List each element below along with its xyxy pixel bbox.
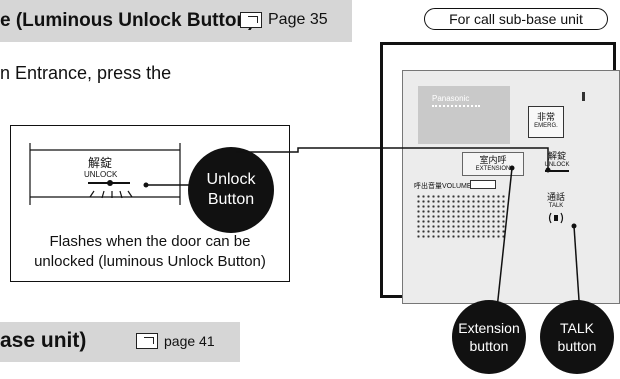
panel-unlock-button[interactable]: 解錠 UNLOCK bbox=[532, 149, 582, 177]
talk-button-bubble: TALK button bbox=[540, 300, 614, 374]
unlock-caption: Flashes when the door can be unlocked (l… bbox=[34, 233, 266, 270]
top-page-ref[interactable]: Page 35 bbox=[240, 11, 328, 29]
emergency-button[interactable]: 非常 EMERG. bbox=[528, 106, 564, 138]
panel-led bbox=[582, 92, 585, 101]
unlock-callout-graphic bbox=[29, 143, 190, 205]
unlock-callout-box bbox=[10, 125, 290, 282]
bottom-banner bbox=[0, 322, 240, 362]
page-ref-icon bbox=[136, 333, 158, 349]
panel-header: For call sub-base unit bbox=[424, 8, 608, 30]
unlock-en-label: UNLOCK bbox=[84, 170, 118, 179]
unlock-button-bubble: Unlock Button bbox=[188, 147, 274, 233]
bottom-banner-title: ase unit) bbox=[0, 329, 87, 352]
unlock-jp-label: 解錠 bbox=[88, 156, 113, 170]
bottom-page-ref[interactable]: page 41 bbox=[136, 333, 215, 349]
extension-button[interactable]: 室内呼 EXTENSION bbox=[462, 152, 524, 176]
panel-display: Panasonic bbox=[418, 86, 510, 144]
instruction-text: n Entrance, press the bbox=[0, 63, 172, 83]
talk-speaker-icon bbox=[548, 212, 564, 224]
talk-button[interactable]: 通話 TALK bbox=[532, 190, 580, 236]
brand-logo: Panasonic bbox=[432, 94, 470, 103]
display-dots bbox=[432, 105, 480, 110]
speaker-grille bbox=[416, 194, 506, 238]
extension-button-bubble: Extension button bbox=[452, 300, 526, 374]
top-banner bbox=[0, 0, 352, 42]
page-ref-icon bbox=[240, 12, 262, 28]
unlock-key-icon bbox=[545, 170, 569, 172]
volume-slider[interactable] bbox=[470, 180, 496, 189]
top-banner-title: e (Luminous Unlock Button) bbox=[0, 10, 255, 31]
volume-label: 呼出音量VOLUME bbox=[414, 183, 472, 190]
